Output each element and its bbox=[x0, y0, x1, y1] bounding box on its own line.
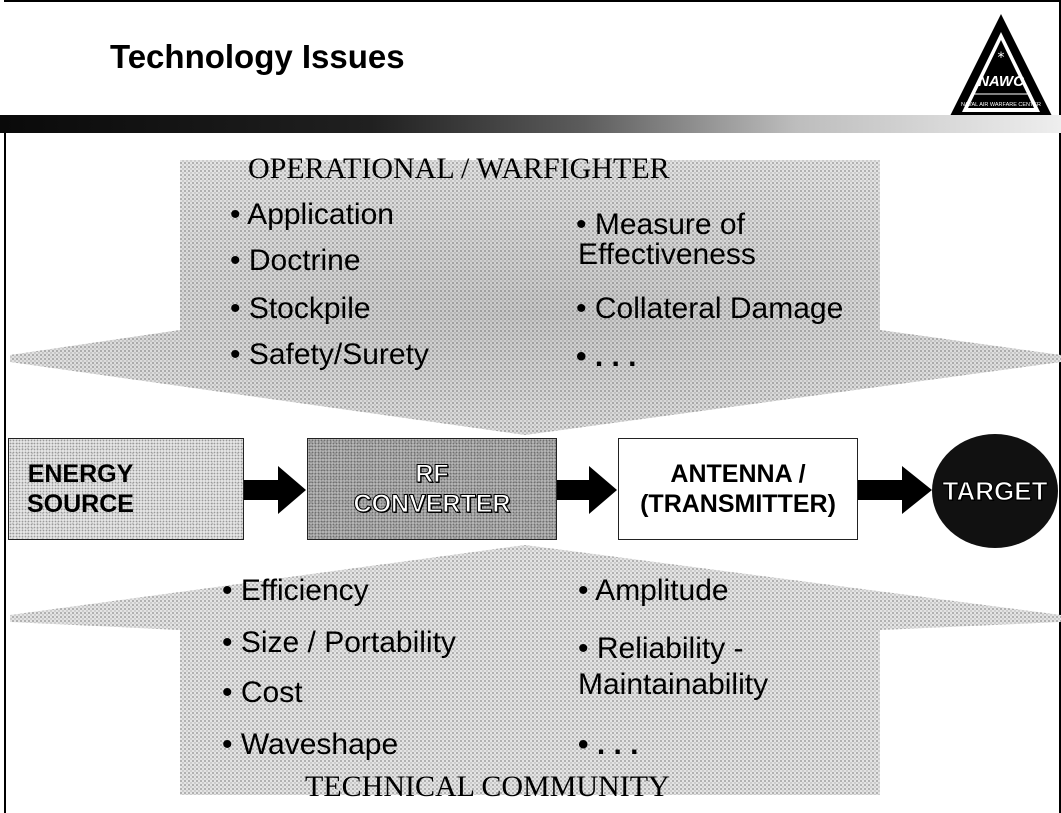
list-item: • Stockpile bbox=[230, 292, 371, 325]
list-item: • . . . bbox=[578, 728, 639, 761]
list-item: • Waveshape bbox=[222, 728, 399, 761]
list-item: • Collateral Damage bbox=[576, 292, 844, 325]
bottom-funnel-shape bbox=[10, 545, 1061, 795]
star-icon: * bbox=[998, 50, 1005, 66]
list-item: • Efficiency bbox=[222, 574, 369, 607]
top-funnel-shape bbox=[10, 160, 1061, 435]
box-label: CONVERTER bbox=[353, 490, 511, 519]
arrow-right-icon bbox=[557, 466, 617, 514]
box-label: RF bbox=[415, 460, 449, 489]
logo-subtext: NAVAL AIR WARFARE CENTER bbox=[961, 102, 1041, 108]
slide-title: Technology Issues bbox=[110, 38, 405, 75]
energy-source-box: ENERGY SOURCE bbox=[8, 438, 244, 540]
top-border bbox=[4, 0, 1061, 2]
technical-heading: TECHNICAL COMMUNITY bbox=[305, 770, 670, 803]
logo-text: NAWC bbox=[978, 73, 1025, 90]
nawc-logo: * NAWC NAVAL AIR WARFARE CENTER bbox=[948, 14, 1054, 120]
box-label: (TRANSMITTER) bbox=[640, 490, 836, 518]
left-border bbox=[4, 133, 6, 813]
list-item: • Doctrine bbox=[230, 244, 361, 277]
right-border bbox=[1059, 0, 1061, 813]
list-item: • Size / Portability bbox=[222, 626, 456, 659]
list-item: • . . . bbox=[576, 340, 637, 373]
target-label: TARGET bbox=[942, 475, 1048, 506]
rf-converter-box: RF CONVERTER bbox=[307, 438, 557, 540]
box-label: SOURCE bbox=[27, 490, 134, 518]
list-item: • Cost bbox=[222, 676, 303, 709]
box-label: ANTENNA / bbox=[670, 460, 806, 488]
title-underline-bar bbox=[0, 115, 1061, 133]
antenna-transmitter-box: ANTENNA / (TRANSMITTER) bbox=[618, 438, 858, 540]
list-item: • Safety/Surety bbox=[230, 338, 429, 371]
list-item: Maintainability bbox=[578, 668, 769, 701]
list-item: • Reliability - bbox=[578, 632, 744, 665]
box-label: ENERGY bbox=[27, 460, 134, 488]
arrow-right-icon bbox=[244, 466, 306, 514]
list-item: • Measure of bbox=[576, 208, 745, 241]
operational-heading: OPERATIONAL / WARFIGHTER bbox=[248, 152, 670, 185]
arrow-right-icon bbox=[858, 466, 932, 514]
target-circle: TARGET bbox=[932, 434, 1058, 548]
list-item: • Amplitude bbox=[578, 574, 729, 607]
list-item: Effectiveness bbox=[578, 238, 756, 271]
list-item: • Application bbox=[230, 198, 394, 231]
